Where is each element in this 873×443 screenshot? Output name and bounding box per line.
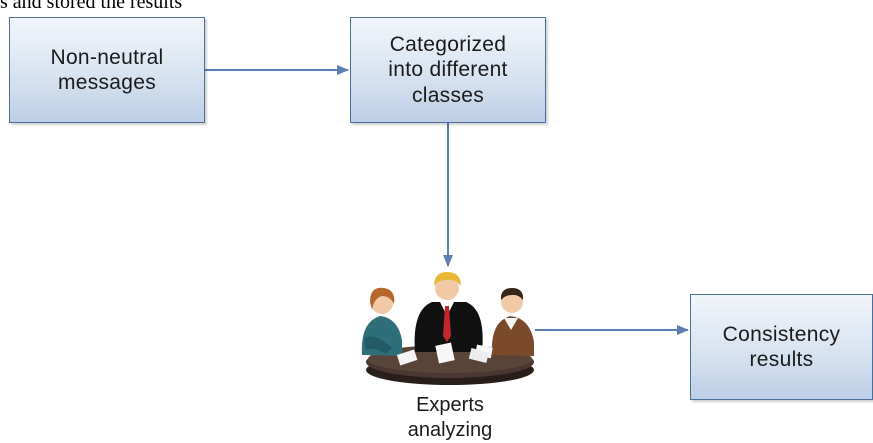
experts-analyzing-label: Experts analyzing — [407, 394, 493, 441]
expert-right-figure — [475, 288, 534, 359]
truncated-caption-text: s and stored the results — [0, 0, 183, 13]
experts-meeting-icon — [361, 272, 534, 385]
node-non-neutral-messages: Non-neutral messages — [9, 17, 205, 123]
node-consistency-results: Consistency results — [690, 294, 873, 400]
node-label: Consistency results — [722, 322, 841, 371]
node-categorized-classes: Categorized into different classes — [350, 17, 546, 123]
expert-middle-figure — [414, 272, 483, 364]
node-label: Non-neutral messages — [50, 45, 164, 94]
node-label: Categorized into different classes — [388, 33, 508, 107]
expert-left-figure — [361, 287, 402, 356]
